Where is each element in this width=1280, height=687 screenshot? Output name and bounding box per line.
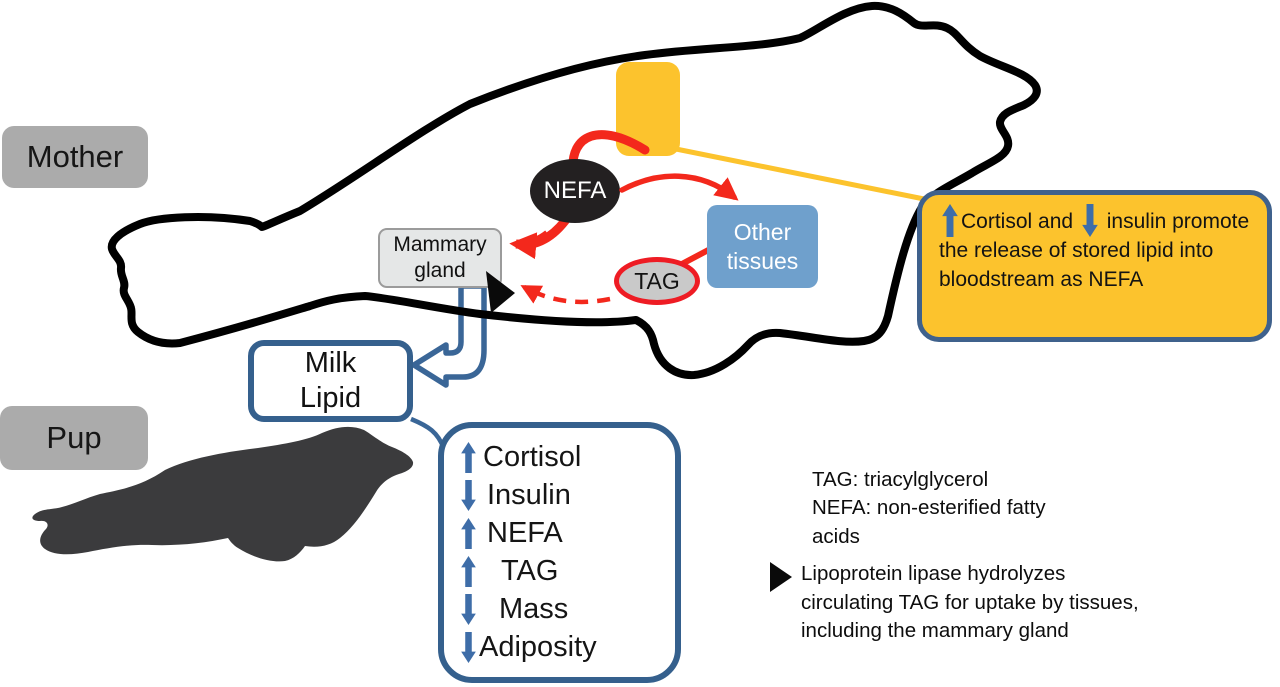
panel-row-label: Mass xyxy=(499,592,569,625)
panel-row-label: NEFA xyxy=(487,516,563,549)
arrow-nefa-to-other-tissues xyxy=(619,173,739,201)
nefa-node: NEFA xyxy=(530,159,620,223)
up-arrow-icon xyxy=(460,441,477,473)
nefa-label: NEFA xyxy=(543,177,607,204)
down-arrow-icon xyxy=(1082,204,1098,237)
pup-label: Pup xyxy=(0,406,148,470)
cortisol-insulin-callout: Cortisol and insulin promote the release… xyxy=(917,190,1272,342)
milk-lipid-label: Milk Lipid xyxy=(299,347,362,414)
panel-row-insulin: Insulin xyxy=(444,476,675,514)
down-arrow-icon xyxy=(460,479,477,511)
mother-label-text: Mother xyxy=(26,139,124,174)
panel-row-nefa: NEFA xyxy=(444,514,675,552)
black-triangle-icon xyxy=(770,562,792,592)
milk-lipid-node: Milk Lipid xyxy=(248,340,413,422)
tag-node: TAG xyxy=(614,257,700,305)
other-tissues-node: Other tissues xyxy=(707,205,818,288)
abbreviation-legend: TAG: triacylglycerol NEFA: non-esterifie… xyxy=(812,466,1082,551)
up-arrow-icon xyxy=(942,204,958,237)
milk-pipe-arrow xyxy=(411,283,487,388)
panel-row-adiposity: Adiposity xyxy=(444,628,675,666)
tag-definition: TAG: triacylglycerol xyxy=(812,468,989,491)
down-arrow-icon xyxy=(460,593,477,625)
lipoprotein-lipase-note: Lipoprotein lipase hydrolyzes circulatin… xyxy=(770,560,1153,646)
up-arrow-icon xyxy=(460,517,477,549)
panel-row-tag: TAG xyxy=(444,552,675,590)
dashed-arrow-tag-to-mammary xyxy=(520,285,611,305)
panel-row-label: Adiposity xyxy=(479,630,597,663)
callout-text-part1: Cortisol and xyxy=(961,210,1074,233)
blubber-patch xyxy=(616,62,680,156)
other-tissues-label: Other tissues xyxy=(726,218,799,274)
tag-label: TAG xyxy=(634,267,680,294)
lpl-note-text: Lipoprotein lipase hydrolyzes circulatin… xyxy=(801,562,1139,643)
panel-row-cortisol: Cortisol xyxy=(444,438,675,476)
panel-row-label: TAG xyxy=(501,554,559,587)
callout-leader-line xyxy=(675,146,925,202)
nefa-definition: NEFA: non-esterified fatty acids xyxy=(812,496,1046,548)
panel-row-label: Cortisol xyxy=(483,440,582,473)
panel-row-mass: Mass xyxy=(444,590,675,628)
mother-label: Mother xyxy=(2,126,148,188)
panel-row-label: Insulin xyxy=(487,478,571,511)
mammary-gland-label: Mammary gland xyxy=(393,232,487,282)
up-arrow-icon xyxy=(460,555,477,587)
down-arrow-icon xyxy=(460,631,477,663)
arrow-nefa-to-mammary-head xyxy=(509,230,551,260)
pup-label-text: Pup xyxy=(46,420,102,455)
pup-status-panel: Cortisol Insulin NEFA TAG Mass Adiposity xyxy=(438,422,681,683)
mammary-gland-node: Mammary gland xyxy=(378,228,502,288)
